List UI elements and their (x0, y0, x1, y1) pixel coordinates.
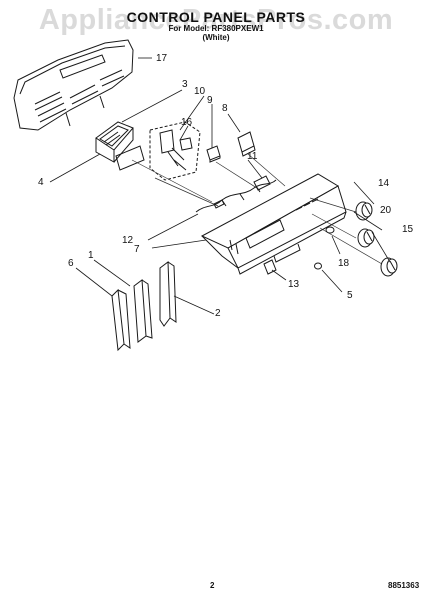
part-18-bushing (325, 226, 335, 234)
callout-14: 14 (378, 178, 390, 189)
part-4-gasket (115, 145, 145, 171)
part-12-wire-harness (195, 179, 277, 213)
leader-lines (49, 57, 391, 315)
watermark: AppliancePartsPros.com (38, 4, 394, 36)
callout-8: 8 (222, 103, 228, 114)
callout-10: 10 (194, 86, 206, 97)
callout-18: 18 (338, 258, 350, 269)
model-subtitle: For Model: RF380PXEW1 (168, 24, 264, 33)
part-11-connector (253, 175, 271, 191)
callout-4: 4 (38, 177, 44, 188)
callout-11: 11 (247, 151, 258, 162)
part-6-end-cap (111, 288, 131, 352)
part-20-knob (357, 228, 375, 248)
callout-1: 1 (88, 250, 94, 261)
callout-2: 2 (215, 308, 221, 319)
part-9-switch (206, 145, 221, 163)
callout-3: 3 (182, 79, 188, 90)
part-14-knob (355, 201, 373, 221)
callout-numbers: 17 3 10 9 8 16 11 4 14 20 15 12 7 18 1 6… (38, 53, 414, 319)
document-code: 8851363 (388, 581, 420, 590)
callout-15: 15 (402, 224, 414, 235)
part-7-control-panel (200, 173, 347, 275)
part-5-screw (314, 262, 322, 270)
callout-12: 12 (122, 235, 134, 246)
callout-6: 6 (68, 258, 74, 269)
part-13-clip (263, 259, 277, 275)
part-2-bracket (159, 261, 177, 327)
callout-17: 17 (156, 53, 168, 64)
alignment-lines (131, 153, 383, 265)
part-17-rear-panel (13, 39, 134, 131)
part-10-clock-assembly (149, 121, 201, 181)
page-number: 2 (210, 581, 215, 590)
page-title: CONTROL PANEL PARTS (126, 9, 306, 25)
part-3-lamp-housing (95, 121, 134, 163)
callout-13: 13 (288, 279, 300, 290)
callout-9: 9 (207, 95, 213, 106)
part-8-switch (237, 131, 256, 157)
callout-16: 16 (181, 117, 193, 128)
callout-5: 5 (347, 290, 353, 301)
color-variant: (White) (202, 33, 230, 42)
callout-7: 7 (134, 244, 140, 255)
part-1-bracket (133, 279, 153, 343)
callout-20: 20 (380, 205, 392, 216)
